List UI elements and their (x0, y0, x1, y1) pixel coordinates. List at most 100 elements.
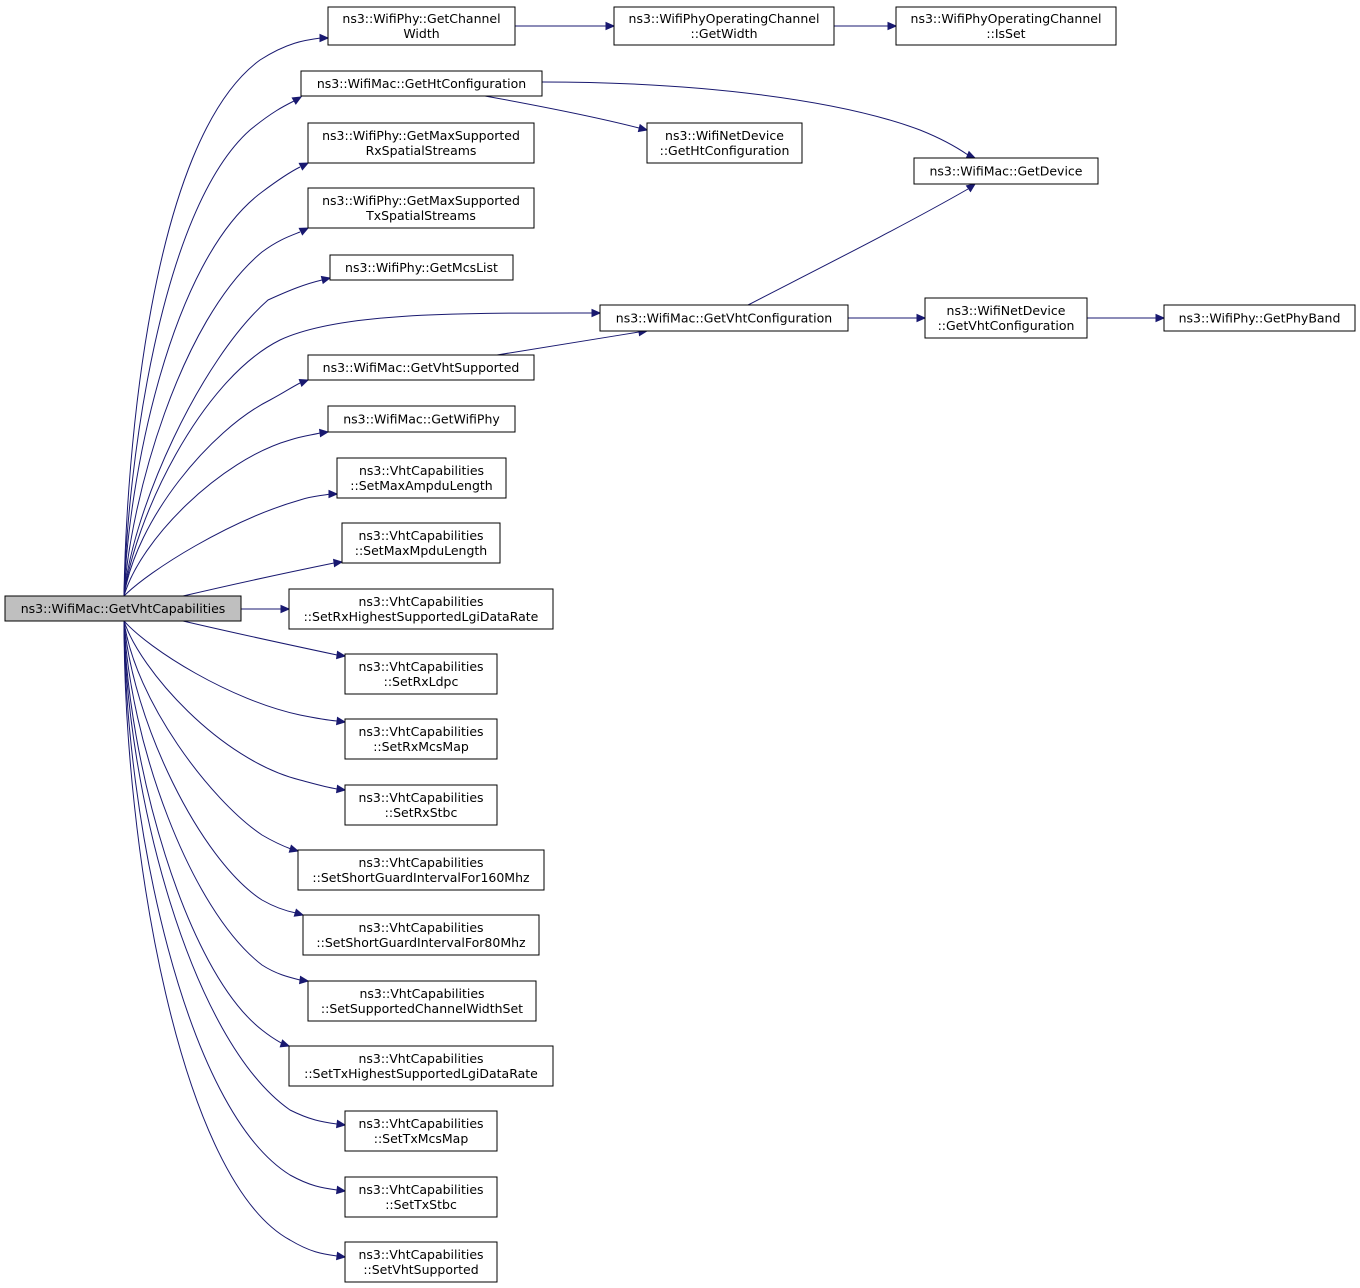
edge-root-to-phy_maxrx (123, 162, 310, 597)
edge-line (123, 620, 297, 914)
node-mac-getdevice[interactable]: ns3::WifiMac::GetDevice (913, 157, 1099, 185)
node-vc-rxmcs[interactable]: ns3::VhtCapabilities::SetRxMcsMap (344, 718, 498, 760)
node-box (300, 70, 543, 97)
edge-line (123, 620, 338, 790)
node-label: Width (403, 26, 439, 41)
node-label: ::SetVhtSupported (363, 1262, 478, 1277)
node-box (307, 354, 535, 381)
node-mac-getwifiphy[interactable]: ns3::WifiMac::GetWifiPhy (327, 405, 516, 433)
node-vc-chwidth[interactable]: ns3::VhtCapabilities::SetSupportedChanne… (307, 980, 537, 1022)
edges-layer (123, 21, 1166, 1261)
node-label: ::SetTxMcsMap (374, 1131, 469, 1146)
node-vc-sgi160[interactable]: ns3::VhtCapabilities::SetShortGuardInter… (297, 849, 545, 891)
edge-line (123, 620, 338, 1125)
node-label: ns3::VhtCapabilities (358, 1051, 483, 1066)
edge-root-to-phy_mcslist (123, 275, 332, 597)
node-phy-getphyband[interactable]: ns3::WifiPhy::GetPhyBand (1163, 304, 1356, 332)
edge-root-to-vc_txhighest (123, 620, 291, 1048)
node-phy-maxtx[interactable]: ns3::WifiPhy::GetMaxSupportedTxSpatialSt… (307, 187, 535, 229)
node-label: ::SetRxLdpc (384, 674, 459, 689)
node-vc-vhtsupported[interactable]: ns3::VhtCapabilities::SetVhtSupported (344, 1241, 498, 1283)
edge-arrowhead (298, 227, 310, 236)
node-box (4, 595, 242, 622)
node-box (913, 157, 1099, 185)
node-box (344, 1110, 498, 1152)
edge-line (123, 382, 301, 597)
edge-nd_getvhtconf-to-phy_getphyband (1087, 313, 1166, 323)
node-box (344, 1241, 498, 1283)
edge-arrowhead (336, 716, 347, 726)
node-label: ns3::WifiNetDevice (665, 128, 784, 143)
node-label: ns3::WifiPhyOperatingChannel (629, 11, 820, 26)
edge-root-to-phy_maxtx (123, 227, 310, 597)
edge-line (123, 620, 338, 1257)
node-label: ns3::VhtCapabilities (358, 920, 483, 935)
node-vc-rxldpc[interactable]: ns3::VhtCapabilities::SetRxLdpc (344, 653, 498, 695)
node-phy-maxrx[interactable]: ns3::WifiPhy::GetMaxSupportedRxSpatialSt… (307, 122, 535, 164)
node-mac-getht[interactable]: ns3::WifiMac::GetHtConfiguration (300, 70, 543, 97)
node-label: TxSpatialStreams (365, 208, 476, 223)
node-label: ::SetRxStbc (385, 805, 458, 820)
node-label: ns3::VhtCapabilities (359, 986, 484, 1001)
node-label: ns3::WifiPhy::GetMcsList (345, 260, 498, 275)
node-vc-txhighest[interactable]: ns3::VhtCapabilities::SetTxHighestSuppor… (288, 1045, 554, 1087)
edge-line (182, 620, 338, 656)
node-label: ns3::WifiMac::GetHtConfiguration (317, 76, 526, 91)
edge-arrowhead (333, 558, 344, 568)
edge-line (541, 81, 969, 156)
edge-arrowhead (1155, 313, 1166, 323)
node-label: ::SetRxHighestSupportedLgiDataRate (304, 609, 539, 624)
edge-arrowhead (299, 975, 310, 985)
edge-arrowhead (965, 183, 977, 193)
node-opch-getwidth[interactable]: ns3::WifiPhyOperatingChannel::GetWidth (613, 6, 835, 46)
node-vc-maxampdu[interactable]: ns3::VhtCapabilities::SetMaxAmpduLength (336, 457, 507, 499)
node-label: ::SetRxMcsMap (373, 739, 469, 754)
edge-root-to-vc_vhtsupported (123, 620, 347, 1261)
edge-arrowhead (319, 33, 330, 43)
edge-root-to-vc_rxldpc (182, 620, 347, 660)
node-box (341, 522, 501, 564)
node-label: ns3::WifiMac::GetVhtSupported (323, 360, 520, 375)
edge-root-to-vc_sgi160 (123, 620, 300, 853)
node-vc-txmcs[interactable]: ns3::VhtCapabilities::SetTxMcsMap (344, 1110, 498, 1152)
node-box (344, 784, 498, 826)
edge-line (123, 100, 295, 597)
edge-mac_vhtsupported-to-mac_getvhtconf (496, 327, 649, 356)
edge-line (496, 331, 640, 356)
edge-arrowhead (291, 96, 303, 105)
node-label: ns3::WifiNetDevice (947, 303, 1066, 318)
edge-arrowhead (336, 784, 347, 794)
node-box (327, 405, 516, 433)
node-label: ns3::VhtCapabilities (358, 855, 483, 870)
edge-arrowhead (288, 844, 300, 853)
node-box (599, 304, 849, 332)
node-nd-getvhtconf[interactable]: ns3::WifiNetDevice::GetVhtConfiguration (924, 297, 1088, 339)
node-vc-sgi80[interactable]: ns3::VhtCapabilities::SetShortGuardInter… (302, 914, 540, 956)
edge-arrowhead (279, 1039, 291, 1048)
node-mac-vhtsupported[interactable]: ns3::WifiMac::GetVhtSupported (307, 354, 535, 381)
node-vc-rxstbc[interactable]: ns3::VhtCapabilities::SetRxStbc (344, 784, 498, 826)
node-label: ns3::VhtCapabilities (358, 659, 483, 674)
node-phy-mcslist[interactable]: ns3::WifiPhy::GetMcsList (329, 254, 514, 281)
node-label: ns3::VhtCapabilities (358, 528, 483, 543)
node-opch-isset[interactable]: ns3::WifiPhyOperatingChannel::IsSet (895, 6, 1117, 46)
node-vc-txstbc[interactable]: ns3::VhtCapabilities::SetTxStbc (344, 1176, 498, 1218)
node-nd-getht[interactable]: ns3::WifiNetDevice::GetHtConfiguration (646, 122, 803, 164)
node-vc-rxhighest[interactable]: ns3::VhtCapabilities::SetRxHighestSuppor… (288, 588, 554, 630)
node-box (327, 6, 516, 46)
node-vc-maxmpdu[interactable]: ns3::VhtCapabilities::SetMaxMpduLength (341, 522, 501, 564)
node-box (924, 297, 1088, 339)
edge-mac_getht-to-nd_getht (484, 95, 649, 133)
node-mac-getvhtconf[interactable]: ns3::WifiMac::GetVhtConfiguration (599, 304, 849, 332)
node-box (344, 718, 498, 760)
edge-line (123, 432, 321, 597)
node-label: ::SetMaxAmpduLength (350, 478, 492, 493)
node-label: ::SetMaxMpduLength (355, 543, 487, 558)
node-label: ns3::WifiPhy::GetMaxSupported (322, 193, 520, 208)
edge-line (123, 620, 338, 1191)
edge-mac_getvhtconf-to-nd_getvhtconf (848, 313, 927, 323)
node-box (646, 122, 803, 164)
node-label: ::GetHtConfiguration (660, 143, 790, 158)
